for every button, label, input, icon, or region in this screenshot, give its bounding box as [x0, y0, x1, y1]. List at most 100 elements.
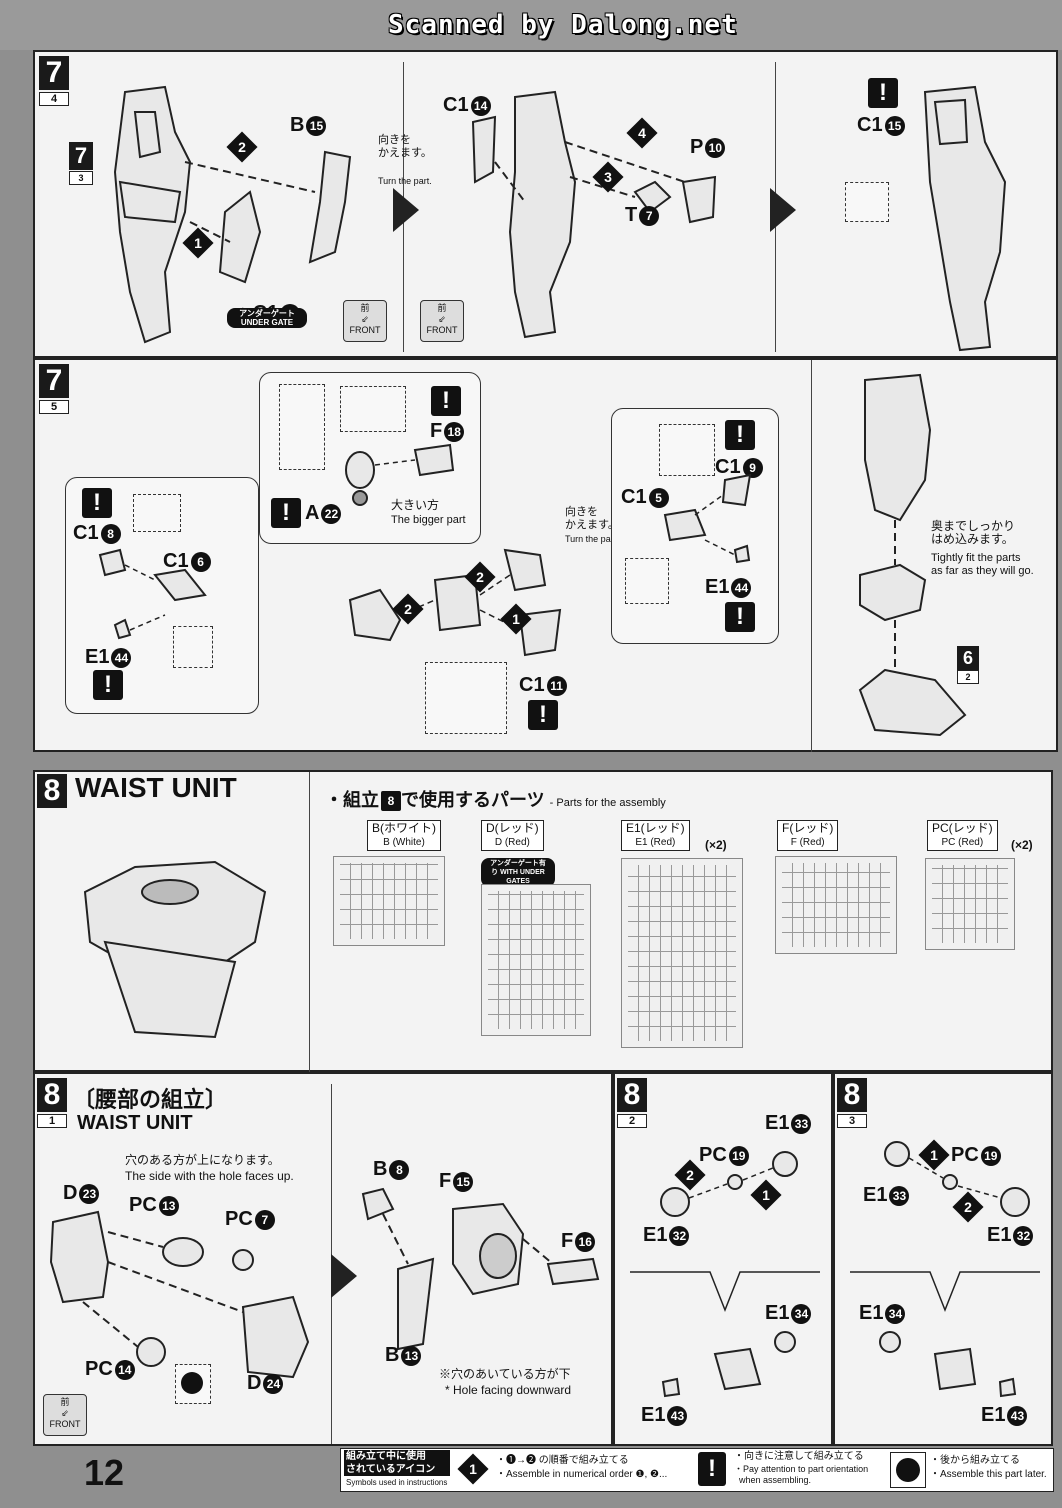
legend-title-jp: 組み立て中に使用 されているアイコン: [344, 1450, 450, 1476]
runner-d-label: D(レッド)D (Red): [481, 820, 544, 851]
order-marker-3: 3: [592, 161, 624, 193]
waist-unit-title: WAIST UNIT: [75, 772, 237, 803]
section-title-en: WAIST UNIT: [77, 1112, 193, 1134]
c111-detail-box: [425, 662, 507, 734]
f18-detail-box: [340, 386, 406, 432]
scan-watermark: Scanned by Dalong.net: [388, 10, 738, 40]
step-number: 8: [617, 1078, 647, 1112]
attention-icon: !: [93, 670, 123, 700]
tight-fit-en: Tightly fit the parts as far as they wil…: [931, 552, 1034, 577]
later-assembly-icon: [181, 1372, 203, 1394]
turn-note-jp: 向きを かえます。: [378, 134, 432, 159]
step-number: 7: [39, 364, 69, 398]
runner-b-label: B(ホワイト)B (White): [367, 820, 441, 851]
c15-c19-figure: [663, 473, 752, 564]
waist-unit-figure: [83, 860, 267, 1039]
attention-icon: !: [431, 386, 461, 416]
turn-note-jp: 向きを かえます。: [565, 506, 619, 531]
turn-note-en: Turn the part.: [378, 176, 432, 186]
step-number: 7: [39, 56, 69, 90]
order-marker-2: 2: [392, 593, 424, 625]
central-joint-figure: [348, 548, 562, 657]
waist-frame-figure: [49, 1210, 310, 1379]
runner-pc: [925, 858, 1015, 950]
runner-pc-label: PC(レッド)PC (Red): [927, 820, 998, 851]
a22-detail-box: [279, 384, 325, 470]
order-marker-1: 1: [182, 227, 214, 259]
e144-detail-box: [173, 626, 213, 668]
legend-orient-jp: ・向きに注意して組み立てる: [734, 1451, 864, 1462]
waist-assembled-figure: [361, 1187, 600, 1351]
runner-e1: [621, 858, 743, 1048]
section-title-jp: 〔腰部の組立〕: [73, 1087, 228, 1112]
runner-e1-label: E1(レッド)E1 (Red): [621, 820, 690, 851]
scan-header: Scanned by Dalong.net: [0, 0, 1062, 50]
front-indicator-1: 前⇙FRONT: [343, 300, 387, 342]
turn-note-en: Turn the part.: [565, 534, 619, 544]
hole-down-note-jp: ※穴のあいている方が下: [439, 1367, 571, 1381]
tight-fit-jp: 奥までしっかり はめ込みます。: [931, 519, 1016, 546]
legend-order-en: ・Assemble in numerical order ❶, ❷...: [496, 1469, 668, 1480]
with-under-gates-badge: アンダーゲート有り WITH UNDER GATES: [481, 858, 555, 887]
order-marker-1: 1: [500, 603, 532, 635]
attention-icon: !: [528, 700, 558, 730]
legend-title-en: Symbols used in instructions: [346, 1478, 448, 1487]
later-icon: [890, 1452, 926, 1488]
step-8-1-panel: 8 1 〔腰部の組立〕 WAIST UNIT 穴のある方が上になります。 The…: [33, 1072, 613, 1446]
attention-icon: !: [725, 602, 755, 632]
hole-note-en: The side with the hole faces up.: [125, 1169, 294, 1183]
step-number: 8: [37, 774, 67, 808]
order-marker-2: 2: [226, 131, 258, 163]
legend-order-jp: ・❶→❷ の順番で組み立てる: [496, 1455, 629, 1466]
next-arrow-1: [393, 188, 419, 232]
attention-icon: !: [82, 488, 112, 518]
page-number: 12: [84, 1452, 125, 1493]
shoulder-assembly-figure-3: [923, 85, 1007, 352]
substep-number: 2: [617, 1114, 647, 1128]
front-indicator: 前⇙FRONT: [43, 1394, 87, 1436]
a22-f18-figure: [345, 443, 455, 506]
ref-substep-number: 3: [69, 171, 93, 185]
bigger-part-en: The bigger part: [391, 514, 466, 526]
hole-note-jp: 穴のある方が上になります。: [125, 1153, 280, 1167]
bigger-part-jp: 大きい方: [391, 498, 440, 512]
legend-later-jp: ・後から組み立てる: [930, 1455, 1020, 1466]
joint-detail-figure: [879, 1331, 1017, 1398]
next-arrow-2: [770, 188, 796, 232]
c18-detail-box: [133, 494, 181, 532]
ref-step-number: 6: [957, 646, 979, 670]
hole-down-note-en: * Hole facing downward: [445, 1383, 572, 1397]
runner-f: [775, 856, 897, 954]
c16-parts-figure: [98, 548, 207, 640]
